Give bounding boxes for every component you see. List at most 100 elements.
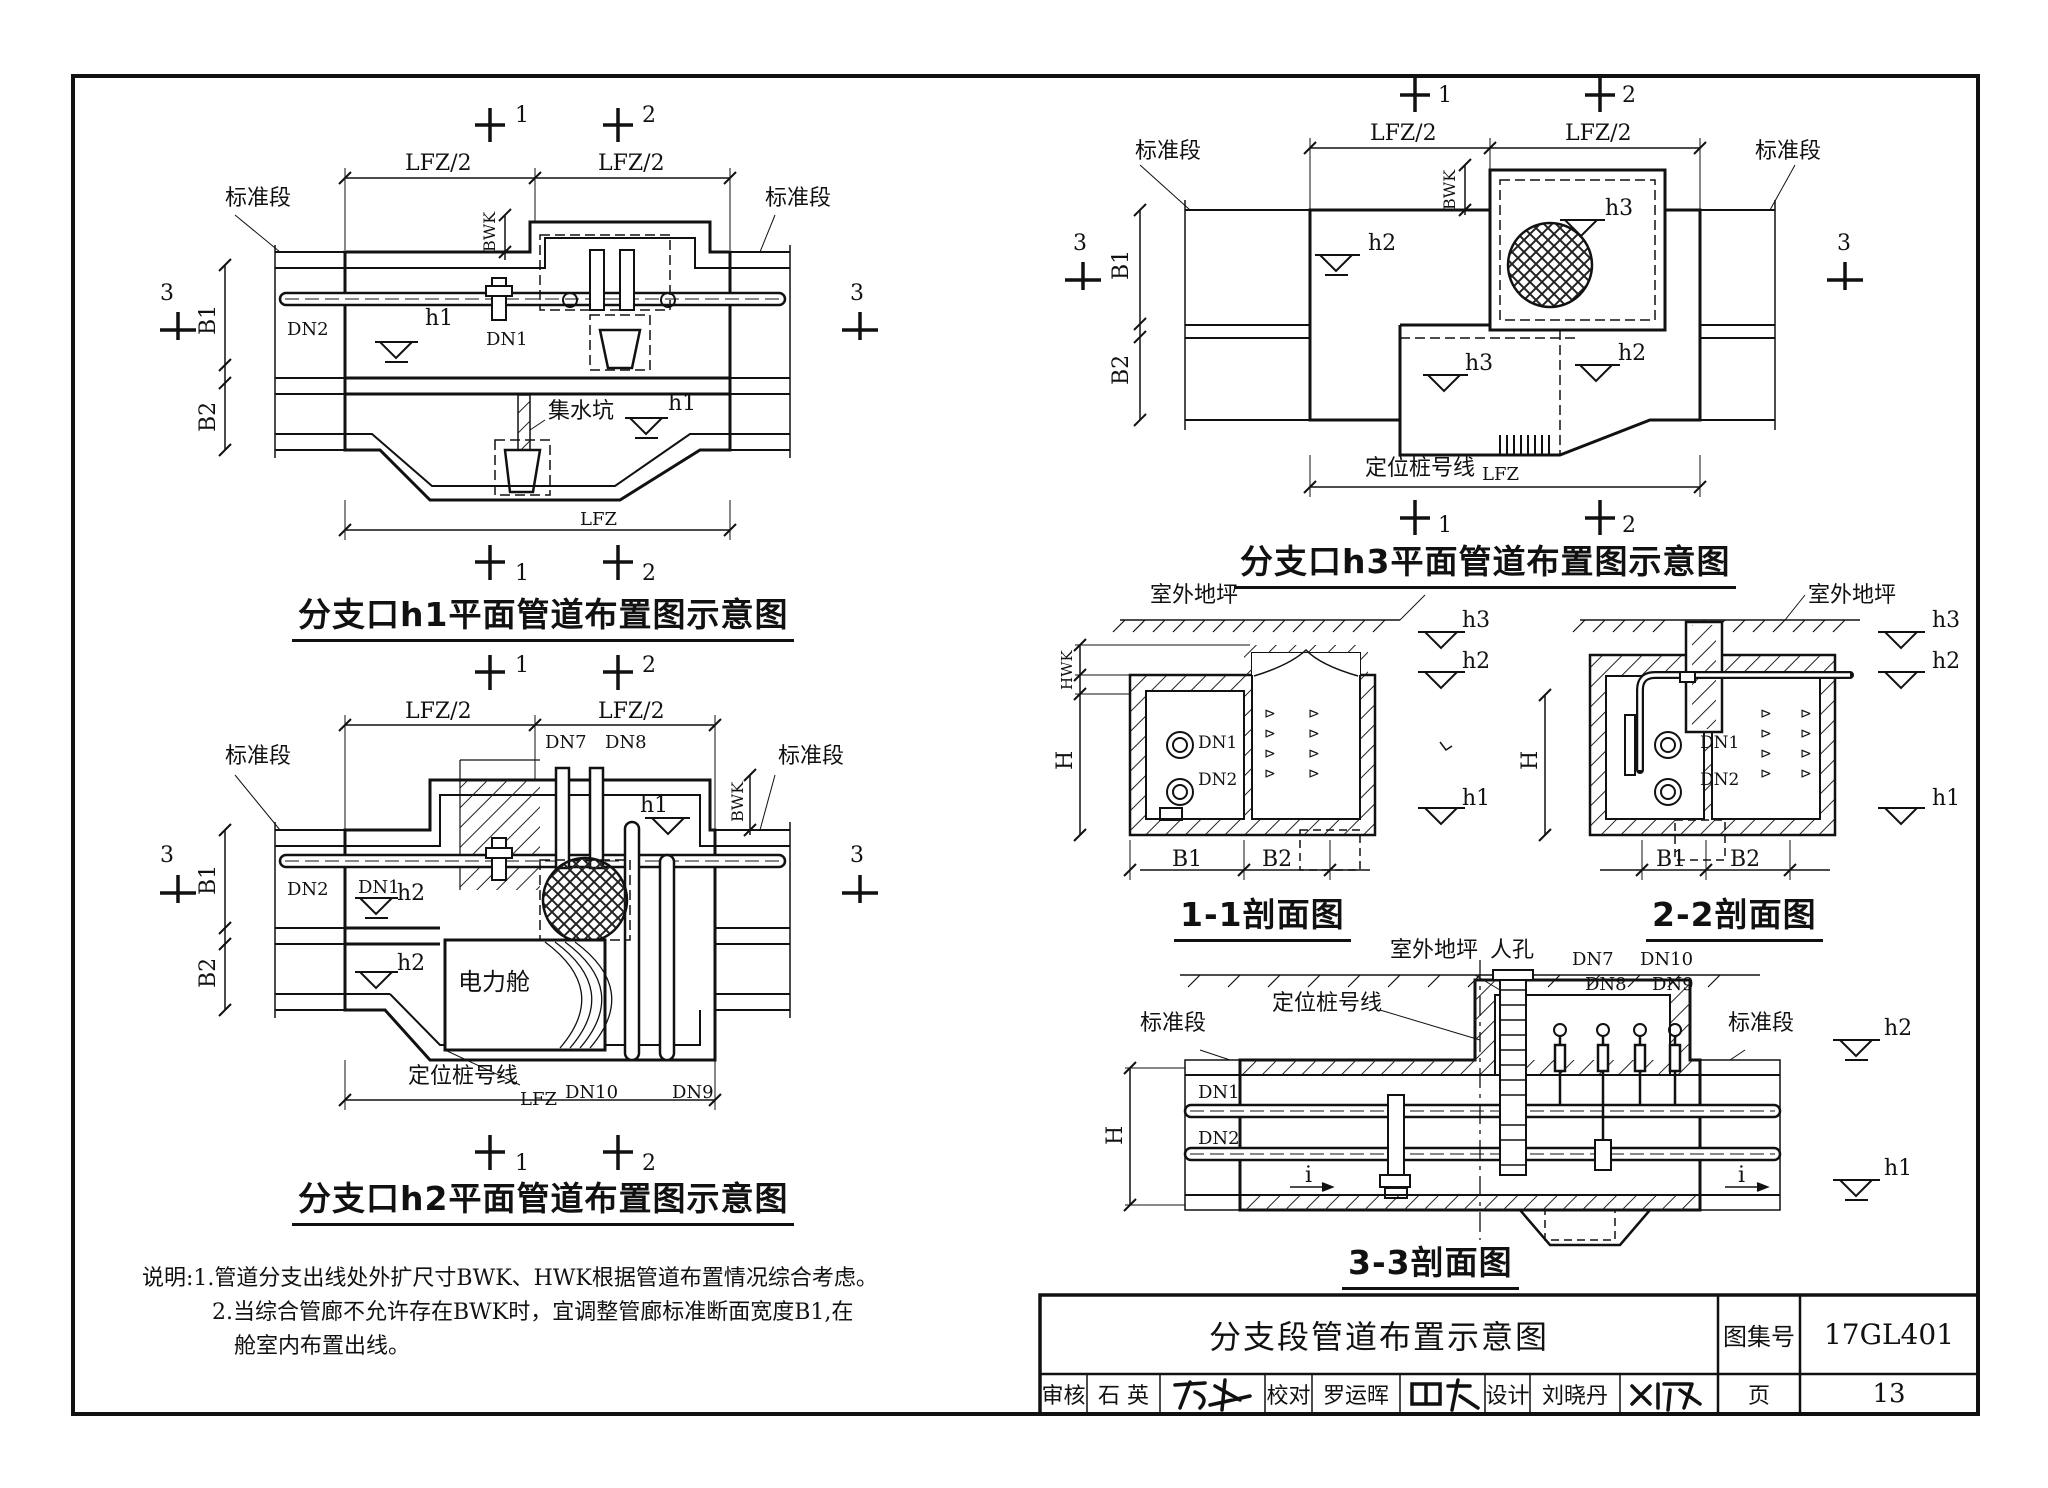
s33-outdoor-ground: 室外地坪 [1390, 938, 1478, 963]
h3-h3-lower: h3 [1465, 351, 1493, 376]
svg-text:⊳: ⊳ [1308, 746, 1320, 762]
check-label: 校对 [1266, 1384, 1311, 1409]
title-section-3-3: 3-3剖面图 [1342, 1236, 1519, 1290]
svg-text:⊳: ⊳ [1264, 766, 1276, 782]
s33-slope-right: i [1738, 1163, 1745, 1188]
h2-cut-3-right: 3 [850, 843, 864, 868]
h2-b2: B2 [196, 958, 221, 988]
h2-lfz: LFZ [520, 1089, 557, 1110]
h3-standard-right: 标准段 [1755, 139, 1821, 164]
s11-h3: h3 [1462, 608, 1490, 633]
notes-item-3: 舱室内布置出线。 [234, 1334, 411, 1359]
s33-dn7: DN7 [1572, 949, 1614, 970]
atlas-number: 17GL401 [1823, 1318, 1955, 1351]
h2-lfz-half-right: LFZ/2 [598, 699, 665, 724]
s11-dn2: DN2 [1198, 770, 1237, 790]
svg-text:⊳: ⊳ [1760, 706, 1772, 722]
h1-standard-right: 标准段 [765, 186, 831, 211]
h2-cut-2-bottom: 2 [642, 1151, 656, 1176]
s22-b2: B2 [1730, 847, 1760, 872]
section-3-3-labels: 室外地坪 人孔 定位桩号线 标准段 标准段 DN7 DN10 DN8 DN9 D… [1103, 938, 1912, 1188]
h1-b1: B1 [196, 305, 221, 335]
s22-dn2: DN2 [1700, 770, 1739, 790]
h3-lfz-half-right: LFZ/2 [1565, 121, 1632, 146]
signature-marks [1173, 1378, 1702, 1412]
h1-dn1: DN1 [486, 329, 528, 350]
h3-bwk: BWK [1440, 169, 1459, 210]
notes-item-2: 2.当综合管廊不允许存在BWK时，宜调整管廊标准断面宽度B1,在 [212, 1300, 854, 1325]
h1-plan-labels: 1 2 1 2 3 3 LFZ/2 LFZ/2 LFZ 标准段 标准段 B1 B… [160, 103, 864, 586]
h2-cut-1-top: 1 [515, 653, 529, 678]
h2-plan-diagram [160, 655, 878, 1170]
s33-h1: h1 [1884, 1156, 1912, 1181]
s33-h2: h2 [1884, 1016, 1912, 1041]
page-label: 页 [1747, 1384, 1770, 1409]
section-1-1-diagram [1073, 594, 1465, 880]
drawing-frame [71, 74, 1980, 1416]
h2-h2-upper: h2 [397, 881, 425, 906]
h3-h2-left: h2 [1368, 231, 1396, 256]
s11-h1: h1 [1462, 786, 1490, 811]
s22-dn1: DN1 [1700, 733, 1739, 753]
svg-text:⊳: ⊳ [1308, 766, 1320, 782]
svg-text:⊳: ⊳ [1760, 746, 1772, 762]
h3-b2: B2 [1109, 355, 1134, 385]
s11-b1: B1 [1172, 847, 1202, 872]
h1-cut-1-bottom: 1 [515, 561, 529, 586]
s33-positioning-stake: 定位桩号线 [1272, 991, 1382, 1016]
s22-b1: B1 [1656, 847, 1686, 872]
h1-h1-lower: h1 [668, 391, 696, 416]
h1-h1-upper: h1 [425, 306, 453, 331]
section-2-2-ladders: ⊳⊳⊳⊳ ⊳⊳⊳⊳ [1760, 706, 1812, 782]
s33-dn1: DN1 [1198, 1082, 1240, 1103]
h2-lfz-half-left: LFZ/2 [405, 699, 472, 724]
svg-text:⊳: ⊳ [1800, 706, 1812, 722]
svg-text:⊳: ⊳ [1800, 766, 1812, 782]
s33-dn2: DN2 [1198, 1128, 1240, 1149]
h2-positioning-stake: 定位桩号线 [408, 1064, 518, 1089]
h2-plan-labels: 1 2 1 2 3 3 LFZ/2 LFZ/2 LFZ 标准段 标准段 B1 B… [160, 653, 864, 1176]
h2-standard-right: 标准段 [778, 744, 844, 769]
h1-plan-diagram [160, 108, 878, 580]
title-h2-plan: 分支口h2平面管道布置图示意图 [291, 1172, 795, 1226]
section-2-2-labels: 室外地坪 h3 h2 h1 DN1 DN2 B1 B2 H [1518, 583, 1960, 872]
checker-name: 罗运晖 [1322, 1384, 1389, 1409]
title-h1-plan: 分支口h1平面管道布置图示意图 [291, 588, 795, 642]
h2-dn10: DN10 [565, 1082, 618, 1103]
h3-cut-2-bottom: 2 [1622, 513, 1636, 538]
s11-hwk: HWK [1058, 650, 1076, 690]
h2-h1: h1 [640, 793, 668, 818]
s22-outdoor-ground: 室外地坪 [1808, 583, 1896, 608]
section-1-1-labels: 室外地坪 h3 h2 h1 DN1 DN2 B1 B2 H HWK [1053, 583, 1490, 872]
notes-prefix: 说明: [142, 1266, 194, 1291]
h3-standard-left: 标准段 [1135, 139, 1201, 164]
s22-h2: h2 [1932, 649, 1960, 674]
section-2-2-diagram [1538, 594, 1925, 880]
s33-slope-left: i [1305, 1163, 1312, 1188]
atlas-label: 图集号 [1723, 1323, 1795, 1351]
h3-cut-3-left: 3 [1073, 231, 1087, 256]
h2-dn8: DN8 [605, 732, 647, 753]
h3-cut-1-bottom: 1 [1438, 513, 1452, 538]
s11-h: H [1053, 751, 1078, 770]
h2-b1: B1 [196, 865, 221, 895]
svg-text:⊳: ⊳ [1800, 746, 1812, 762]
svg-text:⊳: ⊳ [1760, 766, 1772, 782]
h3-h3-top: h3 [1605, 196, 1633, 221]
title-section-1-1: 1-1剖面图 [1174, 888, 1351, 942]
design-label: 设计 [1485, 1384, 1530, 1409]
title-section-2-2: 2-2剖面图 [1646, 888, 1823, 942]
page-number: 13 [1872, 1379, 1906, 1409]
svg-text:⊳: ⊳ [1264, 726, 1276, 742]
svg-text:⊳: ⊳ [1800, 726, 1812, 742]
h3-cut-3-right: 3 [1837, 231, 1851, 256]
notes-line-3: 舱室内布置出线。 [142, 1330, 878, 1364]
s33-standard-right: 标准段 [1728, 1011, 1794, 1036]
s11-b2: B2 [1262, 847, 1292, 872]
h2-cut-3-left: 3 [160, 843, 174, 868]
notes-line-1: 说明:1.管道分支出线处外扩尺寸BWK、HWK根据管道布置情况综合考虑。 [142, 1262, 878, 1296]
h3-cut-1-top: 1 [1438, 83, 1452, 108]
h3-h2-right: h2 [1618, 341, 1646, 366]
s33-manhole: 人孔 [1490, 938, 1534, 963]
